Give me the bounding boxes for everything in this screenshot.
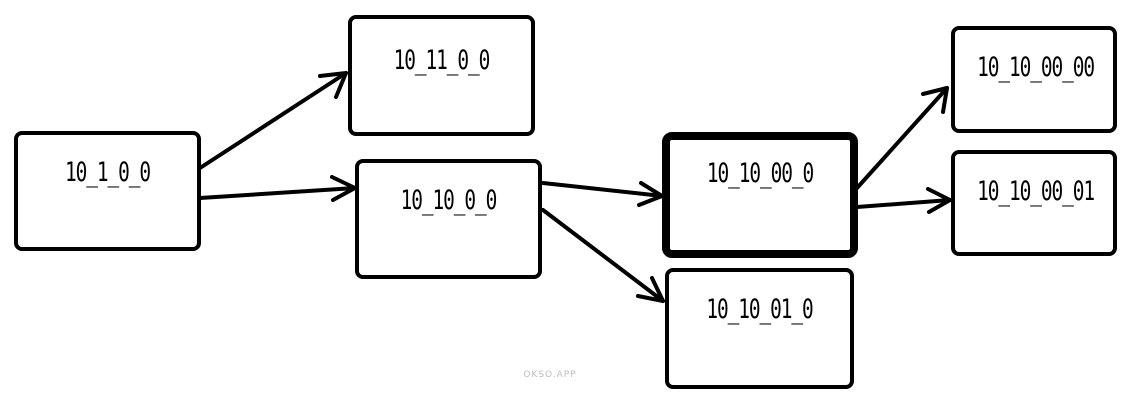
node-label: 10_11_0_0: [393, 45, 491, 76]
edge-n4-n7: [855, 187, 952, 214]
node-n1[interactable]: 10_1_0_0: [14, 131, 201, 251]
node-label: 10_1_0_0: [64, 157, 151, 188]
edge-n1-n3: [198, 175, 357, 202]
edge-n1-n2: [198, 71, 348, 170]
node-n5[interactable]: 10_10_01_0: [665, 268, 854, 389]
node-label: 10_10_0_0: [400, 185, 498, 216]
edge-n4-n6: [855, 86, 949, 190]
node-label: 10_10_00_01: [977, 176, 1095, 207]
edge-n3-n5: [541, 208, 665, 303]
node-n6[interactable]: 10_10_00_00: [951, 26, 1117, 133]
node-n2[interactable]: 10_11_0_0: [348, 15, 535, 136]
node-label: 10_10_00_00: [977, 52, 1095, 83]
edge-n3-n4: [541, 181, 664, 207]
node-label: 10_10_00_0: [706, 158, 814, 189]
node-label: 10_10_01_0: [706, 294, 813, 325]
node-n4[interactable]: 10_10_00_0: [662, 132, 858, 258]
watermark: OKSO.APP: [523, 370, 577, 380]
node-n7[interactable]: 10_10_00_01: [951, 150, 1117, 256]
node-n3[interactable]: 10_10_0_0: [355, 159, 542, 279]
